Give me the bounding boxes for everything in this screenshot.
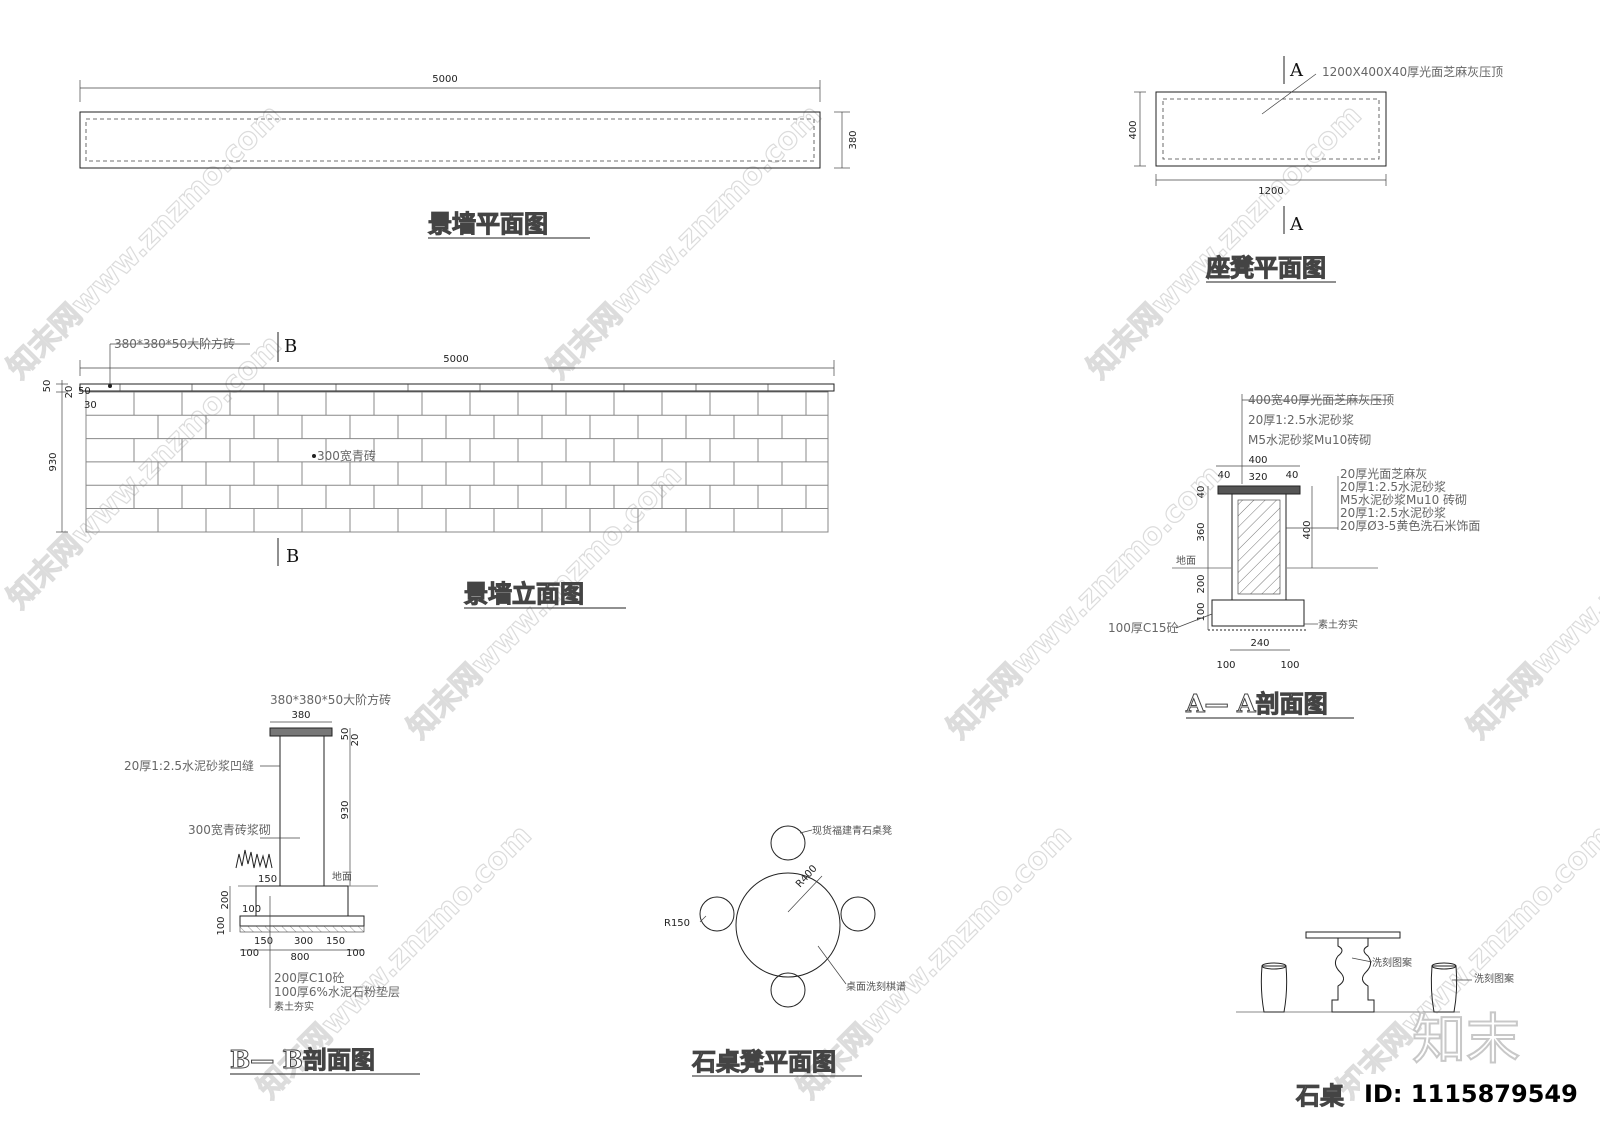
section-bb: 380*380*50大阶方砖 380 20厚1:2.5水泥砂浆凹缝 300宽青砖… — [124, 692, 420, 1075]
aa-dim-320: 320 — [1248, 472, 1267, 483]
brick-courses — [86, 392, 828, 532]
watermark: 知末网www.znzmo.com — [541, 98, 829, 386]
bb-note-bottom-0: 200厚C10砼 — [274, 971, 345, 985]
aa-dim-400: 400 — [1248, 455, 1267, 466]
bench-plan-title: 座凳平面图 — [1206, 253, 1326, 282]
watermark: 知末网www.znzmo.com — [1081, 98, 1369, 386]
aa-soil: 素土夯实 — [1318, 618, 1358, 631]
wall-section-mark-top: B — [284, 336, 297, 357]
aa-dim-360: 360 — [1196, 522, 1207, 541]
bb-dim-200: 200 — [220, 890, 231, 909]
watermark: 知末网www.znzmo.com — [1, 328, 289, 616]
aa-dim-40b: 40 — [1286, 470, 1299, 481]
bench-section-mark-bottom: A — [1289, 214, 1304, 235]
aa-note-top-0: 400宽40厚光面芝麻灰压顶 — [1248, 392, 1394, 407]
logo-mark: 知末 — [1412, 1008, 1520, 1071]
watermark: 知末网www.znzmo.com — [1461, 458, 1600, 746]
wall-dim-930: 930 — [48, 452, 59, 471]
aa-dim-100b: 100 — [1280, 660, 1299, 671]
bb-note-bottom-2: 素土夯实 — [274, 1000, 314, 1013]
wall-elevation: 5000 B B 380*380*50大阶方砖 300宽青砖 50 20 50 … — [42, 332, 835, 609]
grass-icon — [235, 849, 273, 869]
aa-dim-100a: 100 — [1216, 660, 1235, 671]
wall-plan-title: 景墙平面图 — [428, 209, 548, 238]
bb-dim-930: 930 — [340, 800, 351, 819]
table-pattern-note-b: 洗刻图案 — [1474, 972, 1514, 985]
aa-dim-400v: 400 — [1302, 520, 1313, 539]
bb-brick-note: 300宽青砖浆砌 — [188, 822, 271, 837]
bb-dim-100v: 100 — [216, 916, 227, 935]
bench-plan-note: 1200X400X40厚光面芝麻灰压顶 — [1322, 64, 1503, 79]
aa-dim-240: 240 — [1250, 638, 1269, 649]
wall-dim-20: 20 — [64, 386, 75, 399]
bb-dim-150: 150 — [258, 874, 277, 885]
wall-plan: 5000 380 景墙平面图 — [79, 74, 859, 239]
aa-note-right-2: M5水泥砂浆Mu10 砖砌 — [1340, 492, 1467, 507]
section-aa: 400宽40厚光面芝麻灰压顶 20厚1:2.5水泥砂浆 M5水泥砂浆Mu10砖砌… — [1108, 392, 1480, 719]
aa-base-note: 100厚C15砼 — [1108, 621, 1179, 635]
aa-note-right-0: 20厚光面芝麻灰 — [1340, 466, 1427, 481]
aa-note-top-1: 20厚1:2.5水泥砂浆 — [1248, 412, 1354, 427]
bb-cap-note: 380*380*50大阶方砖 — [270, 692, 391, 707]
table-elevation: 洗刻图案 洗刻图案 — [1236, 931, 1514, 1013]
aa-dim-200: 200 — [1196, 574, 1207, 593]
table-plan: 现货福建青石桌凳 R400 R150 桌面洗刻棋谱 石桌凳平面图 — [664, 824, 906, 1077]
cap-joints — [119, 384, 769, 391]
bb-dim-800: 800 — [290, 952, 309, 963]
bb-dim-100b: 100 — [346, 948, 365, 959]
table-r400: R400 — [794, 863, 820, 890]
bb-dim-50: 50 — [340, 728, 351, 741]
bb-dim-100: 100 — [242, 904, 261, 915]
bb-dim-150b: 150 — [326, 936, 345, 947]
bb-dim-150a: 150 — [254, 936, 273, 947]
wall-dim-50b: 50 — [78, 386, 91, 397]
wall-plan-width: 380 — [848, 130, 859, 149]
bb-dim-100a: 100 — [240, 948, 259, 959]
table-pattern-note-a: 洗刻图案 — [1372, 956, 1412, 969]
wall-elev-title: 景墙立面图 — [464, 579, 584, 608]
stool-note: 现货福建青石桌凳 — [812, 824, 892, 837]
aa-dim-40a: 40 — [1218, 470, 1231, 481]
bb-joint-note: 20厚1:2.5水泥砂浆凹缝 — [124, 758, 254, 773]
bb-dim-380: 380 — [291, 710, 310, 721]
section-aa-title: A— A剖面图 — [1185, 689, 1328, 718]
wall-dim-50: 50 — [42, 380, 53, 393]
section-bb-title: B— B剖面图 — [230, 1045, 375, 1074]
aa-dim-40v: 40 — [1196, 486, 1207, 499]
aa-ground: 地面 — [1176, 554, 1196, 567]
stool-r150: R150 — [664, 918, 690, 929]
bb-dim-300: 300 — [294, 936, 313, 947]
bb-note-bottom-1: 100厚6%水泥石粉垫层 — [274, 984, 400, 999]
table-plan-note: 桌面洗刻棋谱 — [846, 980, 906, 993]
bb-ground: 地面 — [332, 870, 352, 883]
wall-plan-length: 5000 — [432, 74, 457, 85]
wall-elev-length: 5000 — [443, 354, 468, 365]
bench-plan: A 1200X400X40厚光面芝麻灰压顶 400 1200 A 座凳平面图 — [1128, 56, 1503, 283]
wall-dim-30: 30 — [84, 400, 97, 411]
id-label: ID: 1115879549 — [1364, 1080, 1578, 1108]
bench-plan-length: 1200 — [1258, 186, 1283, 197]
bench-plan-width: 400 — [1128, 120, 1139, 139]
aa-note-right-4: 20厚Ø3-5黄色洗石米饰面 — [1340, 519, 1480, 533]
bb-dim-20: 20 — [350, 734, 361, 747]
aa-dim-100: 100 — [1196, 602, 1207, 621]
bench-section-mark-top: A — [1289, 60, 1304, 81]
aa-note-right-1: 20厚1:2.5水泥砂浆 — [1340, 479, 1446, 494]
wall-brick-note: 300宽青砖 — [317, 448, 376, 463]
aa-note-top-2: M5水泥砂浆Mu10砖砌 — [1248, 432, 1371, 447]
wall-section-mark-bottom: B — [286, 546, 299, 567]
table-plan-title: 石桌凳平面图 — [691, 1047, 836, 1076]
aa-note-right-3: 20厚1:2.5水泥砂浆 — [1340, 505, 1446, 520]
table-elev-title: 石桌 — [1295, 1081, 1344, 1110]
id-label-bg — [1360, 1074, 1596, 1110]
wall-cap-note: 380*380*50大阶方砖 — [114, 336, 235, 351]
